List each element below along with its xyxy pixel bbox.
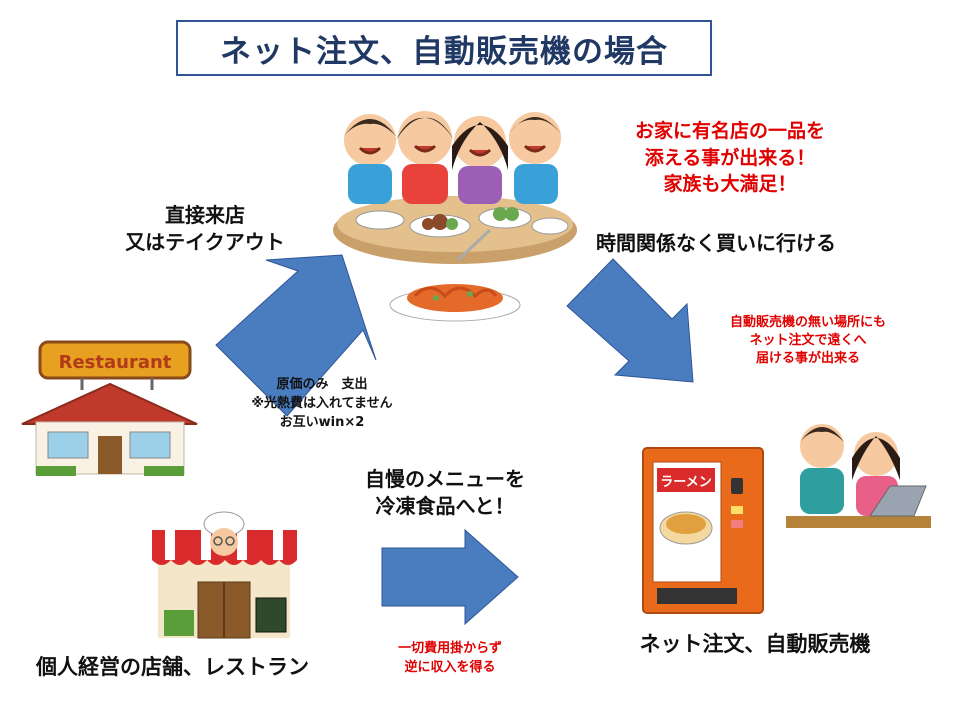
remote-note: 自動販売機の無い場所にも ネット注文で遠くへ 届ける事が出来る xyxy=(698,314,918,369)
cost-note-line-3: お互いwin×2 xyxy=(279,414,365,430)
income-note-line-1: 一切費用掛からず xyxy=(398,641,502,656)
income-note: 一切費用掛からず 逆に収入を得る xyxy=(355,640,545,678)
cost-note: 原価のみ 支出 ※光熱費は入れてません お互いwin×2 xyxy=(212,376,432,433)
vending-machine-illustration: ラーメン xyxy=(642,447,764,614)
remote-note-line-3: 届ける事が出来る xyxy=(755,351,860,367)
ramen-sign-text: ラーメン xyxy=(660,475,711,490)
direct-visit-line-1: 直接来店 xyxy=(165,203,245,227)
menu-line-2: 冷凍食品へと！ xyxy=(375,494,515,518)
vending-label: ネット注文、自動販売機 xyxy=(639,632,871,656)
restaurant-illustration: Restaurant xyxy=(21,340,198,476)
remote-note-line-1: 自動販売機の無い場所にも xyxy=(729,315,886,330)
family-dinner-illustration xyxy=(333,111,577,322)
family-note-line-2: 添える事が出来る！ xyxy=(644,146,816,169)
remote-note-line-2: ネット注文で遠くへ xyxy=(749,333,867,349)
direct-visit-line-2: 又はテイクアウト xyxy=(125,230,285,254)
cost-note-line-2: ※光熱費は入れてません xyxy=(251,395,393,411)
income-note-line-2: 逆に収入を得る xyxy=(404,659,496,675)
direct-visit-label: 直接来店 又はテイクアウト xyxy=(60,202,350,256)
restaurant-sign-text: Restaurant xyxy=(59,352,172,373)
shop-chef-illustration xyxy=(152,511,297,639)
menu-line-1: 自慢のメニューを xyxy=(365,467,525,491)
couple-laptop-illustration xyxy=(786,424,931,528)
cost-note-line-1: 原価のみ 支出 xyxy=(276,377,368,392)
family-note-line-1: お家に有名店の一品を xyxy=(634,120,825,142)
anytime-label: 時間関係なく買いに行ける xyxy=(596,231,836,255)
shop-label: 個人経営の店舗、レストラン xyxy=(36,655,309,679)
family-note: お家に有名店の一品を 添える事が出来る！ 家族も大満足！ xyxy=(600,118,860,198)
family-note-line-3: 家族も大満足！ xyxy=(663,173,797,196)
page-title: ネット注文、自動販売機の場合 xyxy=(176,20,712,76)
menu-label: 自慢のメニューを 冷凍食品へと！ xyxy=(320,466,570,520)
